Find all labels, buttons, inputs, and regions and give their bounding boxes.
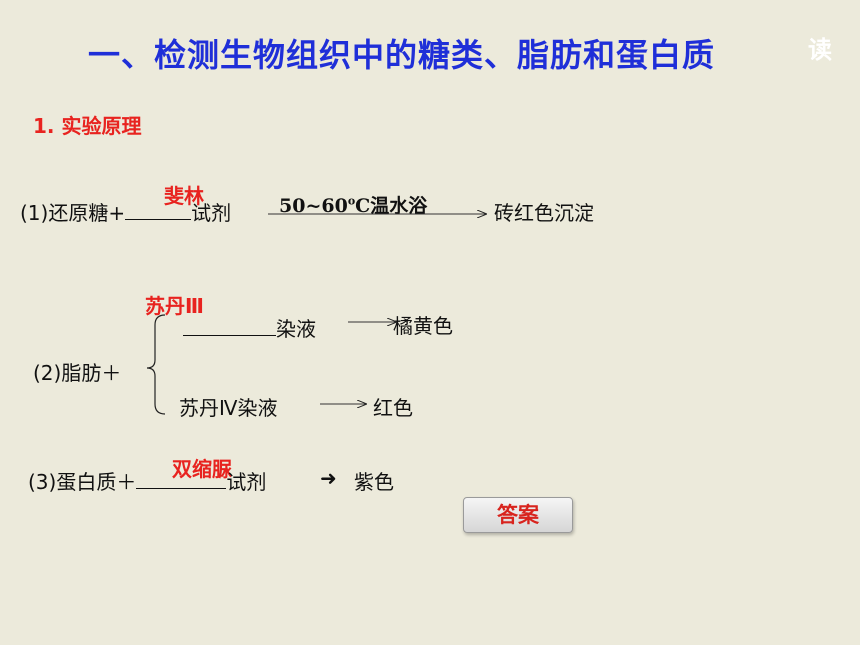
item1-prefix: (1)还原糖+ [20, 201, 126, 225]
item2-result-b: 红色 [373, 396, 413, 420]
item3-row: (3)蛋白质＋ 试剂 [28, 466, 266, 495]
corner-label: 读 [808, 36, 832, 64]
item2-stain-b: 苏丹Ⅳ染液 [179, 396, 278, 420]
item3-reagent-suffix: 试剂 [226, 470, 267, 494]
answer-button[interactable]: 答案 [463, 497, 573, 533]
item1-condition: 50~60oC温水浴 [279, 194, 428, 217]
item3-answer: 双缩脲 [172, 457, 232, 481]
item2-prefix: (2)脂肪＋ [33, 361, 122, 385]
item2-blank [183, 317, 276, 336]
item2-stain-a-suffix: 染液 [276, 317, 316, 341]
item3-prefix: (3)蛋白质＋ [28, 470, 137, 494]
item3-result: 紫色 [354, 470, 394, 494]
item1-result: 砖红色沉淀 [494, 201, 594, 225]
item2-branch-a: 染液 [183, 313, 316, 342]
item1-answer: 斐林 [164, 184, 204, 208]
item2-result-a: 橘黄色 [393, 314, 453, 338]
item2-answer: 苏丹Ⅲ [145, 294, 204, 318]
item1-row: (1)还原糖+ 试剂 [20, 197, 231, 226]
item2-bracket [146, 314, 166, 415]
item3-arrow-icon: ➜ [320, 466, 337, 490]
page-title: 一、检测生物组织中的糖类、脂肪和蛋白质 [88, 36, 716, 74]
item1-reagent-suffix: 试剂 [191, 201, 232, 225]
item1-blank [125, 201, 192, 220]
section-heading: 1. 实验原理 [33, 114, 142, 138]
item3-blank [136, 470, 227, 489]
